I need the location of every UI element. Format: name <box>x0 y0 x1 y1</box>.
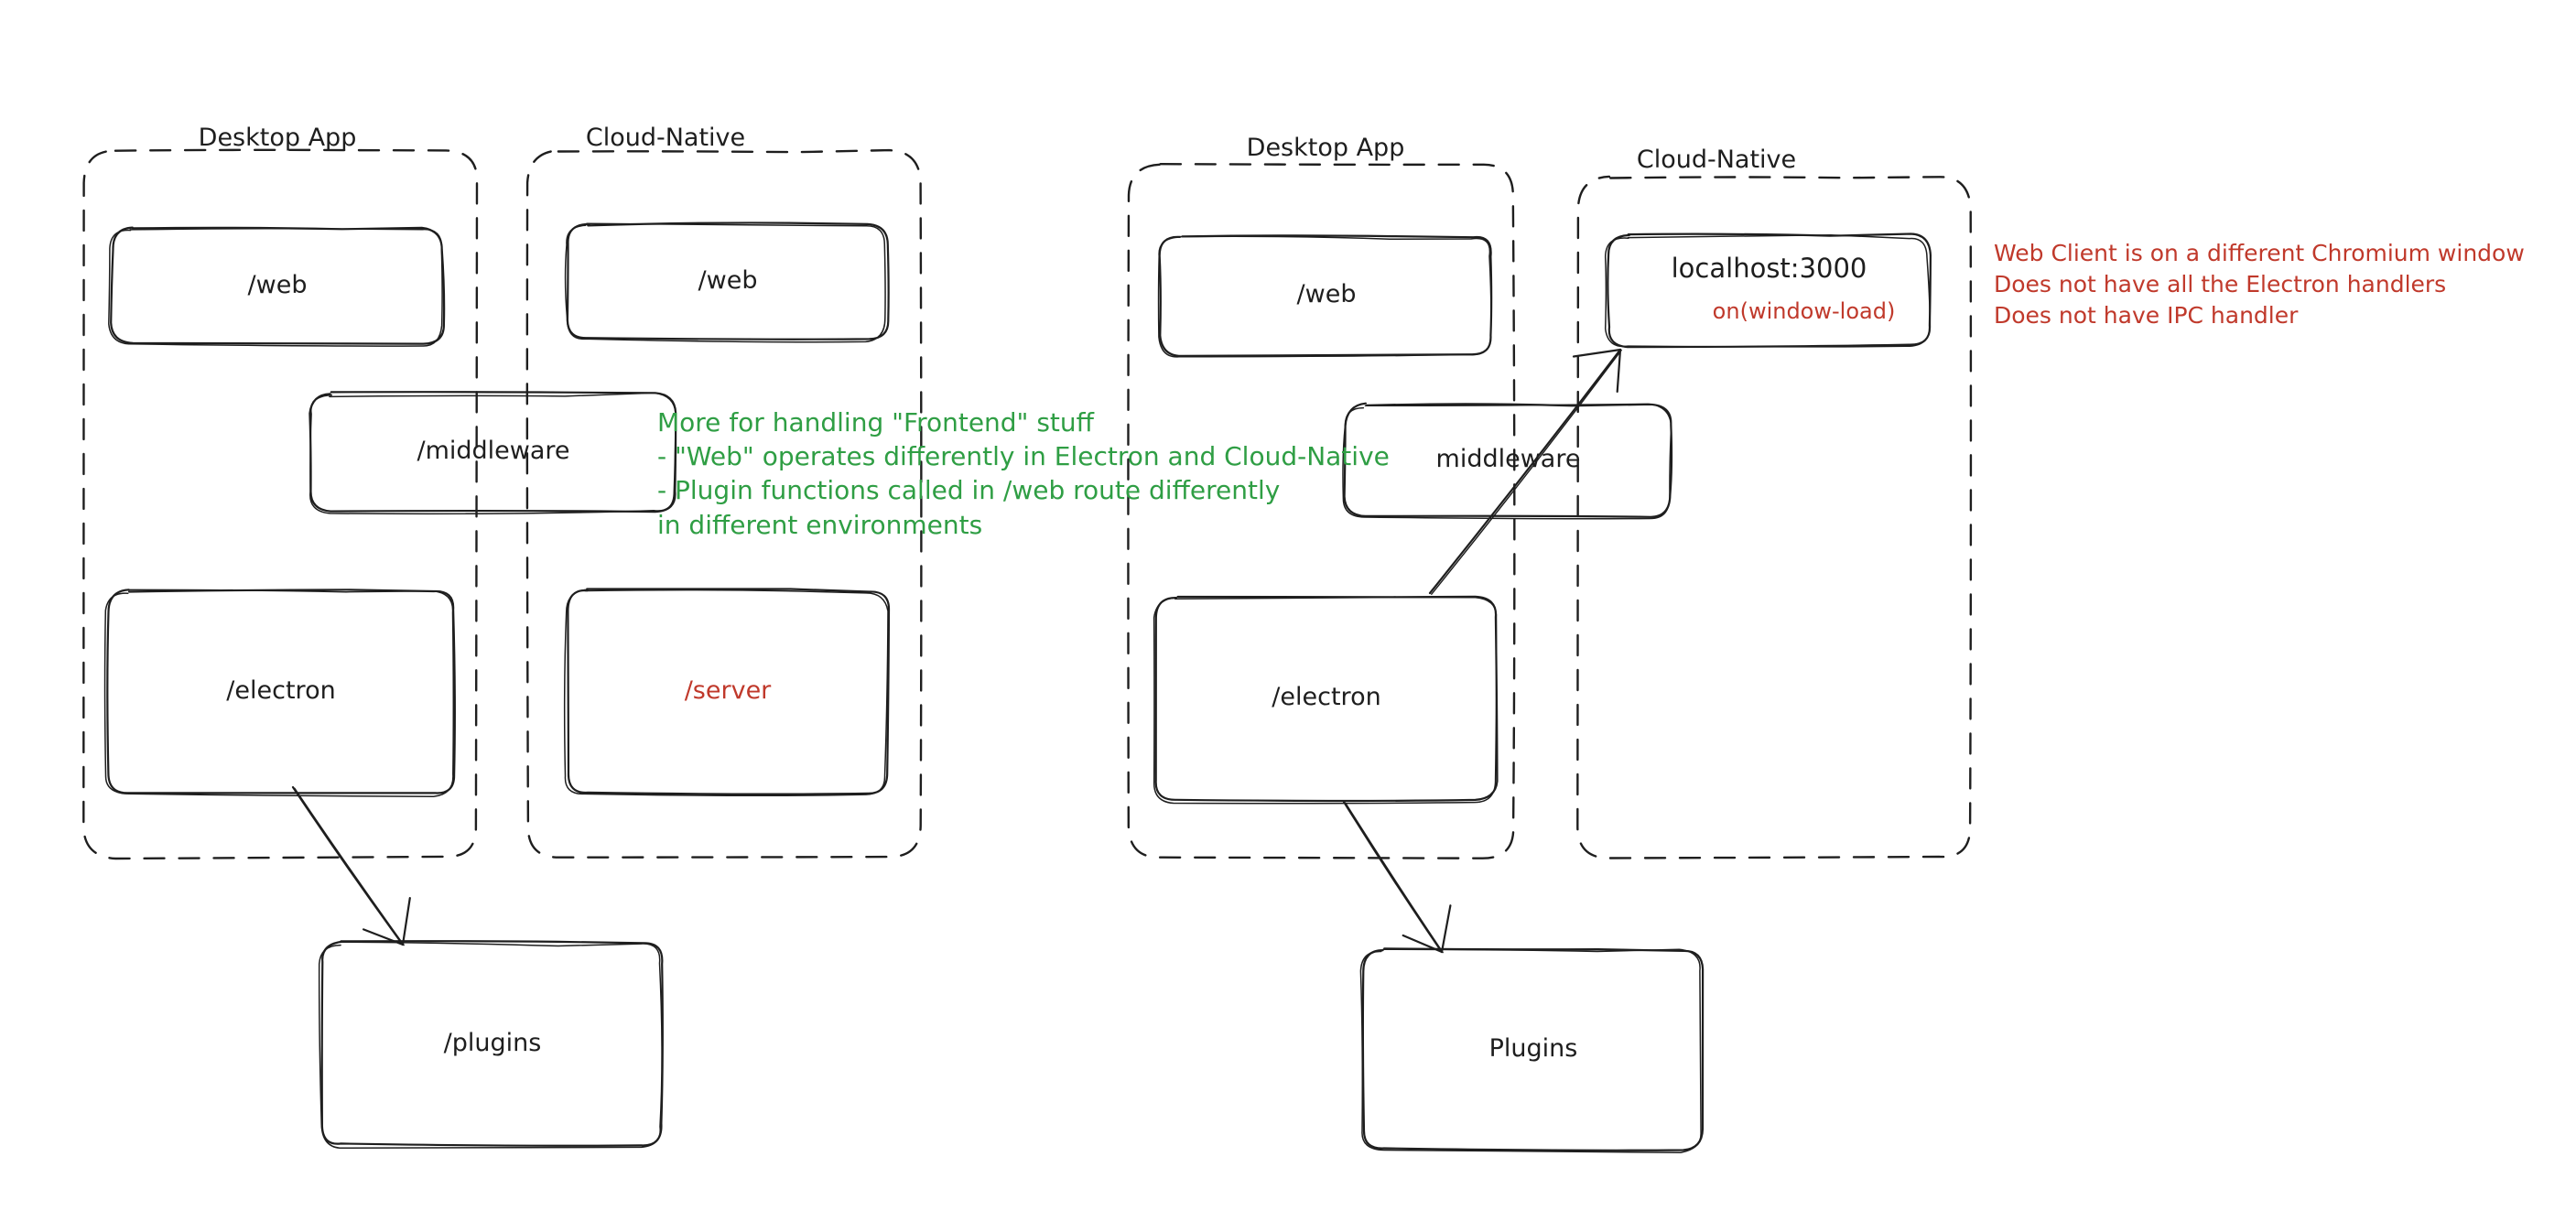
green-note-line-4: in different environments <box>657 509 983 540</box>
right-r-electron-to-localhost-head-b <box>1572 348 1622 358</box>
left-l-plugins-outline <box>320 940 664 1147</box>
right-r-plugins-outline-2 <box>1359 948 1702 1153</box>
right-group-title-1: Cloud-Native <box>1636 146 1797 174</box>
left-l-plugins-label: /plugins <box>443 1028 542 1057</box>
red-note-line-1: Web Client is on a different Chromium wi… <box>1994 240 2525 266</box>
left-l-plugins-outline-2 <box>318 941 663 1150</box>
left-lc-server-outline-2 <box>563 589 889 797</box>
left-l-middleware-outline-2 <box>309 392 676 515</box>
right-r-electron-to-localhost-shaft-2 <box>1431 349 1622 595</box>
right-r-middleware-label: middleware <box>1435 445 1581 473</box>
right-r-localhost-outline <box>1607 232 1932 349</box>
left-group-0-dashed-outline <box>82 148 479 860</box>
right-r-electron-to-plugins-head-a <box>1402 934 1444 954</box>
right-r-localhost-sublabel: on(window-load) <box>1712 298 1896 324</box>
left-group-title-0: Desktop App <box>198 124 357 152</box>
right-r-electron-label: /electron <box>1272 683 1381 711</box>
right-r-middleware-outline-2 <box>1342 403 1672 520</box>
green-note: More for handling "Frontend" stuff- "Web… <box>657 405 1390 542</box>
left-l-web-label: /web <box>247 270 308 299</box>
left-group-title-1: Cloud-Native <box>585 124 746 152</box>
right-r-web-label: /web <box>1296 280 1357 308</box>
left-lc-server-label: /server <box>684 676 772 705</box>
left-l-web-outline-2 <box>108 227 443 347</box>
right-r-electron-to-plugins-head-b <box>1440 904 1452 954</box>
left-lc-web-outline <box>566 222 890 340</box>
right-r-electron-to-plugins-shaft-2 <box>1345 802 1444 954</box>
right-r-localhost-label: localhost:3000 <box>1671 253 1867 284</box>
left-l-electron-to-plugins-shaft <box>291 785 405 946</box>
red-note-line-3: Does not have IPC handler <box>1994 301 2299 329</box>
right-r-electron-to-localhost-shaft <box>1428 348 1622 595</box>
left-lc-web-label: /web <box>698 265 758 295</box>
green-note-line-1: More for handling "Frontend" stuff <box>657 407 1094 438</box>
right-r-electron-outline-2 <box>1153 596 1498 805</box>
right-r-middleware-outline <box>1343 402 1673 518</box>
left-l-electron-label: /electron <box>226 676 336 705</box>
right-r-localhost-outline-2 <box>1604 233 1932 348</box>
right-r-electron-to-localhost-head-a <box>1616 348 1622 393</box>
left-l-middleware-label: /middleware <box>417 437 570 465</box>
right-group-1-dashed-outline <box>1576 175 1973 859</box>
right-r-electron-to-plugins-shaft <box>1342 800 1444 954</box>
green-note-line-2: - "Web" operates differently in Electron… <box>657 441 1390 472</box>
left-l-electron-to-plugins-shaft-2 <box>294 787 405 946</box>
left-lc-web-outline-2 <box>564 222 886 343</box>
left-lc-server-outline <box>567 588 891 795</box>
green-note-line-3: - Plugin functions called in /web route … <box>657 475 1281 506</box>
red-note: Web Client is on a different Chromium wi… <box>1994 238 2525 330</box>
left-group-1-dashed-outline <box>525 148 923 859</box>
left-l-electron-outline-2 <box>103 589 455 797</box>
right-r-plugins-label: Plugins <box>1488 1034 1578 1063</box>
right-group-title-0: Desktop App <box>1246 134 1405 162</box>
left-l-electron-to-plugins-head-a <box>363 928 405 946</box>
right-r-web-outline-2 <box>1157 235 1492 358</box>
left-l-electron-to-plugins-head-b <box>401 897 411 946</box>
red-note-line-2: Does not have all the Electron handlers <box>1994 270 2447 297</box>
right-group-0-dashed-outline <box>1127 163 1516 859</box>
